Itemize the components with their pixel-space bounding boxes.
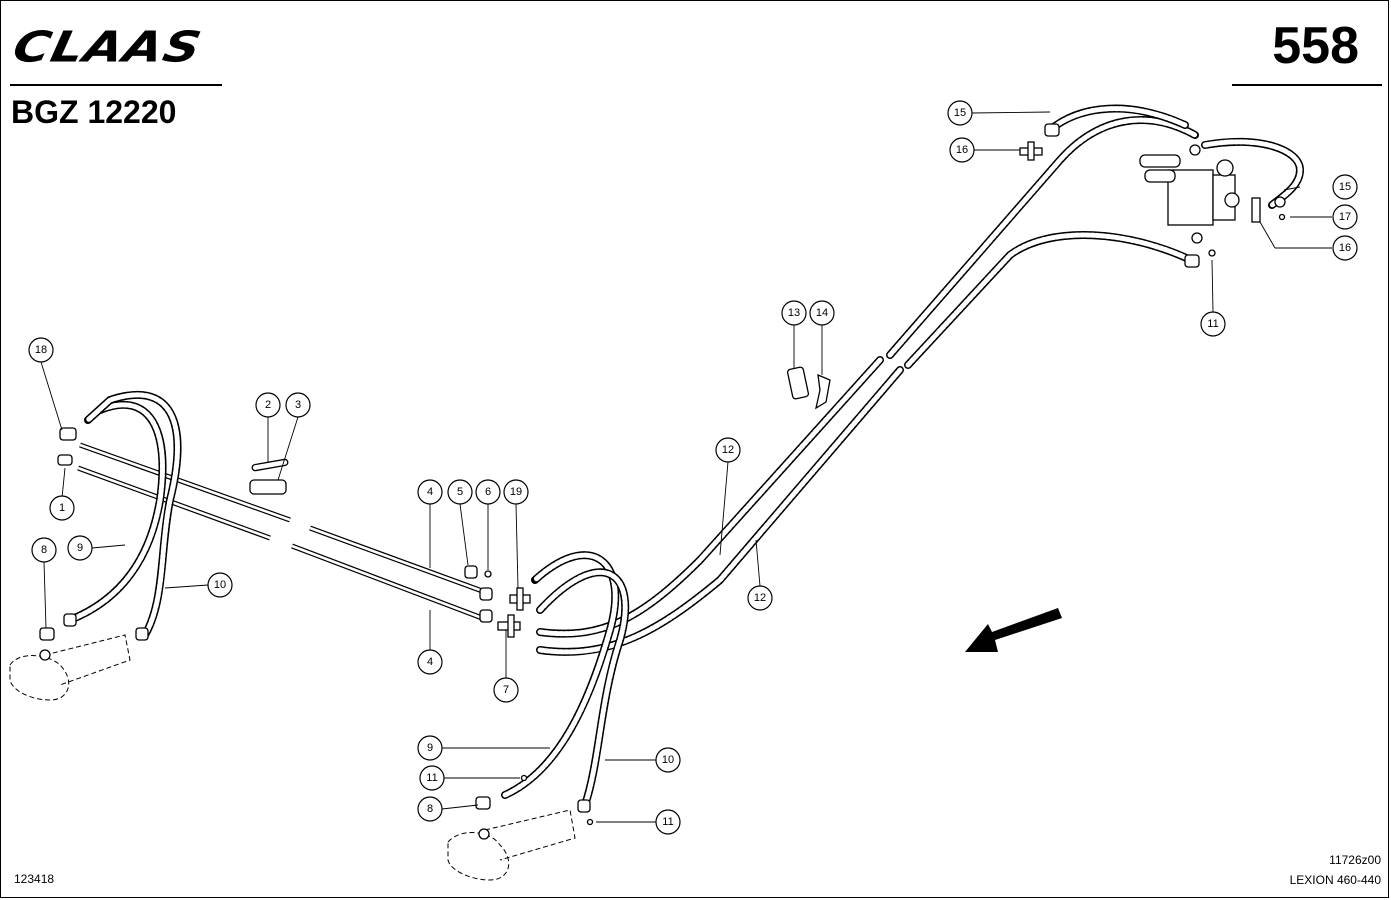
callout-14: 14	[809, 300, 835, 326]
svg-text:12: 12	[722, 444, 734, 456]
svg-text:13: 13	[788, 307, 800, 319]
callout-15-top: 15	[947, 100, 973, 126]
header-rule-right	[1232, 84, 1382, 86]
callout-10-right: 10	[655, 747, 681, 773]
header-rule-left	[10, 84, 222, 86]
callout-11-right-a: 11	[419, 765, 445, 791]
svg-text:11: 11	[1207, 318, 1218, 330]
callout-7: 7	[493, 677, 519, 703]
callout-13: 13	[781, 300, 807, 326]
svg-text:4: 4	[427, 656, 433, 668]
svg-text:2: 2	[265, 399, 271, 411]
callout-1: 1	[49, 495, 75, 521]
svg-text:15: 15	[954, 107, 966, 119]
svg-text:8: 8	[427, 803, 433, 815]
svg-text:7: 7	[503, 684, 509, 696]
cylinder-right	[447, 809, 576, 881]
callout-9-left: 9	[67, 535, 93, 561]
callout-11-top: 11	[1200, 311, 1226, 337]
footer-right: 11726z00 LEXION 460-440	[1290, 850, 1381, 890]
pipe-4-pair	[77, 442, 486, 621]
model-code: BGZ 12220	[11, 94, 177, 130]
svg-text:10: 10	[214, 579, 226, 591]
svg-text:4: 4	[427, 486, 433, 498]
callout-3: 3	[285, 392, 311, 418]
machine-model: LEXION 460-440	[1289, 873, 1381, 887]
callout-4-bottom: 4	[417, 649, 443, 675]
callout-6: 6	[475, 479, 501, 505]
callout-16-right: 16	[1332, 235, 1358, 261]
callout-18: 18	[28, 337, 54, 363]
callout-10-left: 10	[207, 572, 233, 598]
callout-12-bottom: 12	[747, 585, 773, 611]
svg-text:11: 11	[662, 816, 673, 828]
svg-text:6: 6	[485, 486, 491, 498]
callout-8-right: 8	[417, 796, 443, 822]
svg-text:17: 17	[1339, 211, 1351, 223]
callout-15-right: 15	[1332, 174, 1358, 200]
svg-text:11: 11	[426, 772, 437, 784]
svg-text:14: 14	[816, 307, 828, 319]
fittings	[39, 366, 831, 826]
svg-text:1: 1	[59, 502, 65, 514]
callout-17: 17	[1332, 204, 1358, 230]
hose-9-10-left	[66, 391, 182, 639]
svg-text:3: 3	[295, 399, 301, 411]
hose-9-10-right	[501, 551, 630, 809]
svg-text:16: 16	[1339, 242, 1351, 254]
leader-lines	[40, 111, 1332, 823]
callout-12-top: 12	[715, 437, 741, 463]
callout-2: 2	[255, 392, 281, 418]
callout-5: 5	[447, 479, 473, 505]
callout-16-top: 16	[949, 137, 975, 163]
callout-11-right-b: 11	[655, 809, 681, 835]
direction-arrow-icon	[965, 608, 1062, 652]
svg-text:16: 16	[956, 144, 968, 156]
sheet-id: 123418	[14, 872, 55, 886]
svg-text:9: 9	[427, 742, 433, 754]
svg-text:10: 10	[662, 754, 674, 766]
drawing-ref: 11726z00	[1329, 853, 1381, 867]
svg-text:9: 9	[77, 542, 83, 554]
svg-text:12: 12	[754, 592, 766, 604]
page-number: 558	[1272, 17, 1359, 75]
svg-text:15: 15	[1339, 181, 1351, 193]
svg-text:8: 8	[41, 544, 47, 556]
callout-19: 19	[503, 479, 529, 505]
callout-9-right: 9	[417, 735, 443, 761]
valve-block	[1019, 123, 1286, 268]
svg-text:18: 18	[35, 344, 47, 356]
hose-12-pair	[536, 116, 1199, 656]
svg-text:5: 5	[457, 486, 463, 498]
callout-4-top: 4	[417, 479, 443, 505]
svg-text:19: 19	[510, 486, 522, 498]
callout-8-left: 8	[31, 537, 57, 563]
hose-15-top	[1046, 104, 1305, 209]
cylinder-left	[9, 634, 131, 701]
